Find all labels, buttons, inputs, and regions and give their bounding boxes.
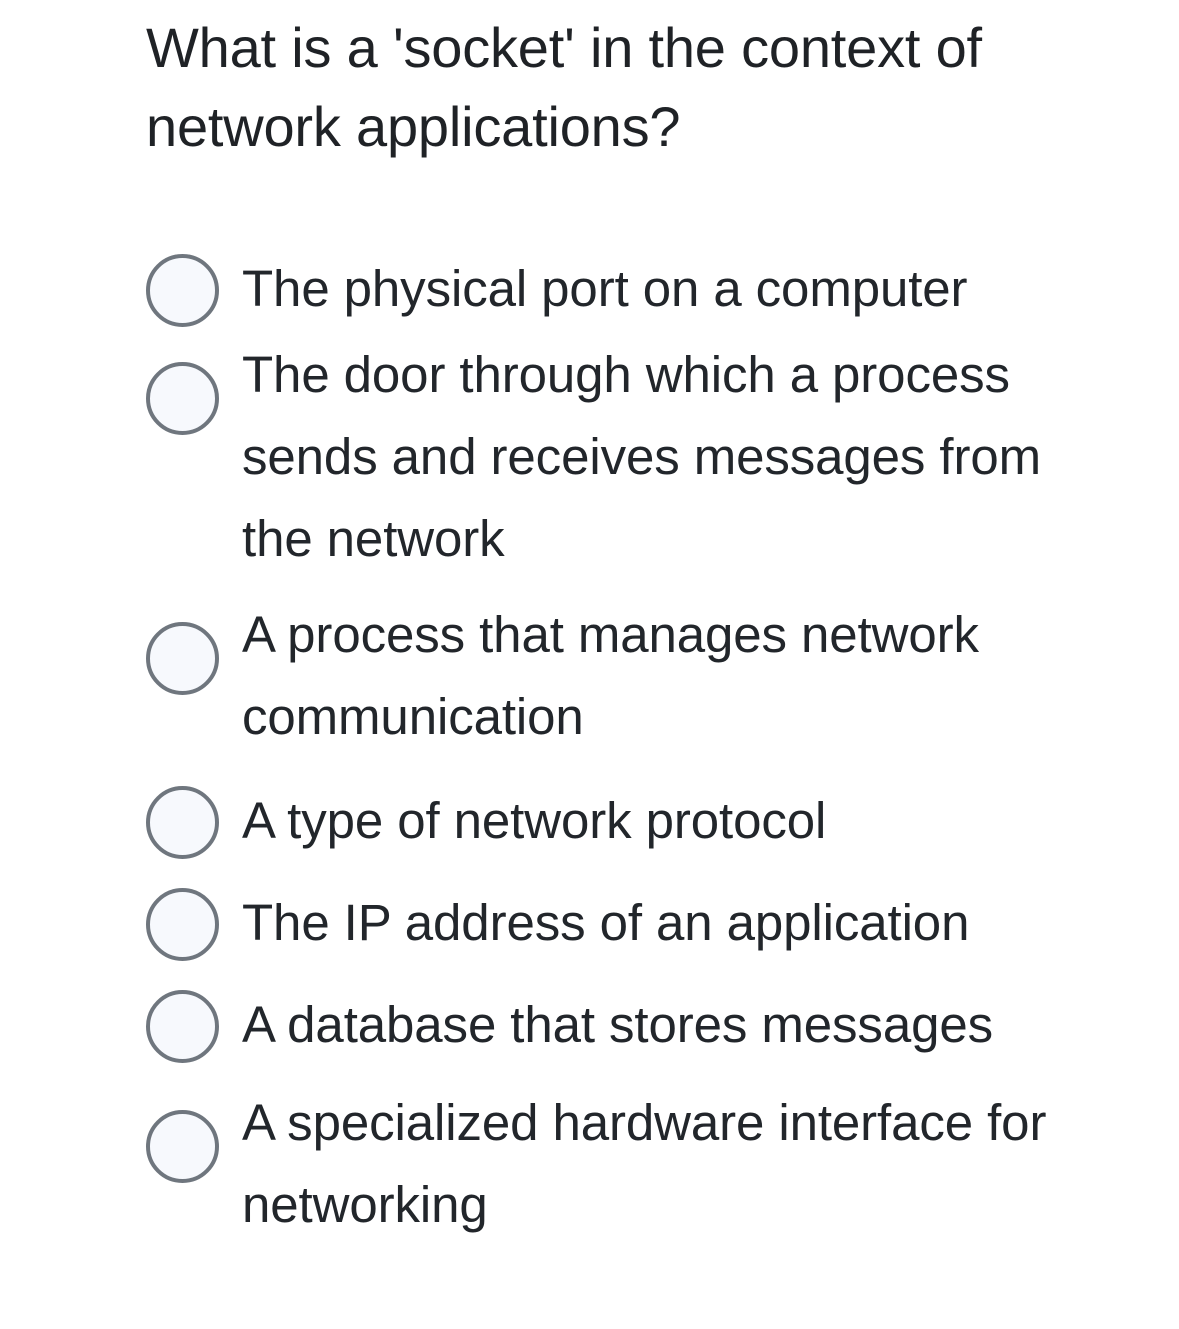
option-label-5: The IP address of an application	[242, 894, 970, 951]
radio-slot-1	[146, 248, 242, 327]
option-row-4[interactable]: A type of network protocol	[146, 780, 1086, 862]
option-row-1[interactable]: The physical port on a computer	[146, 248, 1086, 330]
radio-slot-2	[146, 334, 242, 435]
radio-button-icon-1[interactable]	[146, 254, 219, 327]
option-label-2: The door through which a process sends a…	[242, 346, 1042, 567]
option-row-5[interactable]: The IP address of an application	[146, 882, 1086, 964]
option-row-7[interactable]: A specialized hardware interface for net…	[146, 1082, 1086, 1246]
radio-slot-7	[146, 1082, 242, 1183]
radio-slot-6	[146, 984, 242, 1063]
option-row-3[interactable]: A process that manages network communica…	[146, 594, 1086, 758]
option-label-3: A process that manages network communica…	[242, 606, 979, 745]
option-label-1: The physical port on a computer	[242, 260, 968, 317]
option-label-7: A specialized hardware interface for net…	[242, 1094, 1047, 1233]
option-label-6: A database that stores messages	[242, 996, 994, 1053]
radio-slot-4	[146, 780, 242, 859]
radio-button-icon-6[interactable]	[146, 990, 219, 1063]
radio-button-icon-2[interactable]	[146, 362, 219, 435]
option-label-4: A type of network protocol	[242, 792, 827, 849]
radio-button-icon-4[interactable]	[146, 786, 219, 859]
radio-button-icon-7[interactable]	[146, 1110, 219, 1183]
option-row-2[interactable]: The door through which a process sends a…	[146, 334, 1086, 580]
radio-slot-5	[146, 882, 242, 961]
option-row-6[interactable]: A database that stores messages	[146, 984, 1086, 1066]
page-title: What is a 'socket' in the context of net…	[146, 16, 982, 158]
radio-button-icon-5[interactable]	[146, 888, 219, 961]
radio-slot-3	[146, 594, 242, 695]
radio-button-icon-3[interactable]	[146, 622, 219, 695]
answer-options-group: The physical port on a computer The door…	[146, 248, 1086, 1246]
